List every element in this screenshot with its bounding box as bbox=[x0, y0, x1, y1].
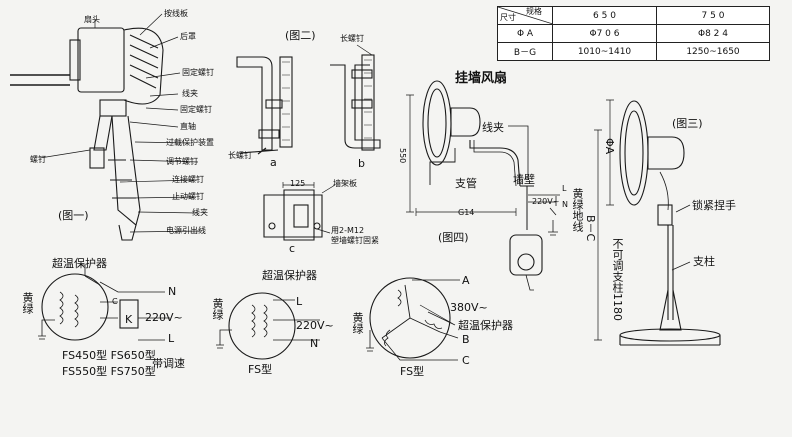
fig2-wall-bracket-label: 墙架板 bbox=[333, 179, 357, 188]
corner-diagonal bbox=[498, 7, 553, 24]
wiring1-models-a: FS450型 FS650型 bbox=[62, 349, 156, 362]
fig4-l: L bbox=[562, 184, 567, 193]
wiring1-c: C bbox=[112, 297, 118, 306]
fig2-title: (图二) bbox=[285, 29, 316, 42]
fig2-long-screw-b-label: 长螺钉 bbox=[340, 34, 364, 43]
fig4-cable-clip-label: 线夹 bbox=[482, 121, 504, 134]
fig4-n: N bbox=[562, 200, 568, 209]
wiring2-earth: 黄绿 bbox=[211, 298, 224, 320]
fig3-pillar: 支柱 bbox=[693, 255, 715, 268]
wiring2-diagram bbox=[216, 292, 320, 360]
fig2-sub-b: b bbox=[358, 157, 365, 170]
spec-h-size: 尺寸 bbox=[500, 13, 516, 22]
wiring1-title: 超温保护器 bbox=[52, 257, 107, 270]
fig3-b-c: B－C bbox=[584, 215, 597, 242]
fig4-pole-label: 支管 bbox=[455, 177, 477, 190]
wiring1-n: N bbox=[168, 285, 177, 298]
wiring3-c: C bbox=[462, 354, 470, 367]
fig3-lock-handle: 锁紧捏手 bbox=[692, 199, 736, 212]
fig2-note-line1: 用2-M12 bbox=[331, 226, 365, 235]
fig1-title: (图一) bbox=[58, 209, 89, 222]
fig1-part-rear-cover: 后罩 bbox=[180, 32, 196, 41]
fig4-dim-g14: G14 bbox=[458, 208, 475, 217]
spec-row-a-val1: Φ7 0 6 bbox=[552, 24, 657, 43]
wiring3-b: B bbox=[462, 333, 470, 346]
wiring3-protector: 超温保护器 bbox=[458, 319, 513, 332]
fig1-part-fixing-screw-2: 固定螺钉 bbox=[180, 105, 212, 114]
spec-row-bc-val1: 1010~1410 bbox=[552, 42, 657, 61]
fig3-nonadjust-pillar: 不可调支柱1180 bbox=[611, 238, 624, 321]
wiring1-diagram bbox=[38, 264, 170, 341]
wiring2-title: 超温保护器 bbox=[262, 269, 317, 282]
fig4-voltage: 220V~ bbox=[532, 197, 560, 206]
wiring1-speed: 带调速 bbox=[152, 357, 185, 370]
wiring3-voltage: 380V~ bbox=[450, 301, 488, 314]
wiring3-diagram bbox=[366, 277, 460, 361]
spec-table-corner: 尺寸 规格 bbox=[497, 6, 553, 25]
wiring2-n: N bbox=[310, 337, 319, 350]
fig1-part-overload-protector: 过载保护装置 bbox=[166, 138, 214, 147]
spec-row-bc: B－G 1010~1410 1250~1650 bbox=[497, 42, 770, 61]
spec-row-bc-label: B－G bbox=[497, 42, 553, 61]
fig1-part-head: 扇头 bbox=[84, 15, 100, 24]
spec-col1-header: 6 5 0 bbox=[552, 6, 657, 25]
fig1-screw-label: 螺钉 bbox=[30, 155, 46, 164]
spec-table: 尺寸 规格 6 5 0 7 5 0 Φ A Φ7 0 6 Φ8 2 4 B－G … bbox=[497, 6, 770, 61]
fig2-sub-a: a bbox=[270, 156, 277, 169]
fig4-title: (图四) bbox=[438, 231, 469, 244]
spec-table-header-row: 尺寸 规格 6 5 0 7 5 0 bbox=[497, 6, 770, 25]
fig4-heading: 挂墙风扇 bbox=[455, 71, 508, 86]
wiring1-l: L bbox=[168, 332, 175, 345]
fig2-long-screw-a-label: 长螺钉 bbox=[228, 151, 252, 160]
fig2-sub-c: c bbox=[289, 242, 296, 255]
fig1-part-cable-clip-2: 线夹 bbox=[192, 208, 208, 217]
fig2-note-line2: 塑墙螺钉固紧 bbox=[331, 236, 379, 245]
fig4-wall-label: 墙壁 bbox=[513, 173, 535, 186]
fig1-part-power-lead: 电源引出线 bbox=[166, 226, 206, 235]
fig2-dim-125: 125 bbox=[290, 179, 306, 188]
spec-row-a-val2: Φ8 2 4 bbox=[656, 24, 770, 43]
wiring2-model: FS型 bbox=[248, 363, 273, 376]
spec-row-a-label: Φ A bbox=[497, 24, 553, 43]
spec-h-spec: 规格 bbox=[526, 7, 542, 16]
fig2-bracket-drawings bbox=[236, 44, 381, 241]
spec-row-bc-val2: 1250~1650 bbox=[656, 42, 770, 61]
wiring2-l: L bbox=[296, 295, 303, 308]
fig1-part-stop-screw: 止动螺钉 bbox=[172, 192, 204, 201]
wiring3-a: A bbox=[462, 274, 470, 287]
fig3-title: (图三) bbox=[672, 117, 703, 130]
fig1-part-straight-shaft: 直轴 bbox=[180, 122, 196, 131]
fig1-part-connect-screw: 连接螺钉 bbox=[172, 175, 204, 184]
wiring1-models-b: FS550型 FS750型 bbox=[62, 365, 156, 378]
wiring1-k: K bbox=[125, 313, 133, 326]
spec-row-a: Φ A Φ7 0 6 Φ8 2 4 bbox=[497, 24, 770, 43]
wiring3-earth: 黄绿 bbox=[351, 312, 364, 334]
fig1-fan-drawing bbox=[10, 13, 203, 241]
fig1-part-adjust-screw: 调节螺钉 bbox=[166, 157, 198, 166]
wiring3-model: FS型 bbox=[400, 365, 425, 378]
fig4-earth-label: 黄绿地线 bbox=[571, 188, 584, 232]
fig3-floor-fan-drawing bbox=[594, 99, 721, 346]
fig1-part-fixing-screw-1: 固定螺钉 bbox=[182, 68, 214, 77]
fig3-phi-a: ΦA bbox=[603, 138, 616, 155]
wiring1-earth: 黄绿 bbox=[21, 292, 34, 314]
fig4-wall-fan-drawing bbox=[406, 80, 560, 291]
wiring2-voltage: 220V~ bbox=[296, 319, 334, 332]
fig1-part-terminal-board: 按线板 bbox=[164, 9, 188, 18]
fig4-dim-550: 550 bbox=[398, 148, 407, 164]
fig1-part-cable-clip-1: 线夹 bbox=[182, 89, 198, 98]
wiring1-voltage: 220V~ bbox=[145, 311, 183, 324]
spec-col2-header: 7 5 0 bbox=[656, 6, 770, 25]
